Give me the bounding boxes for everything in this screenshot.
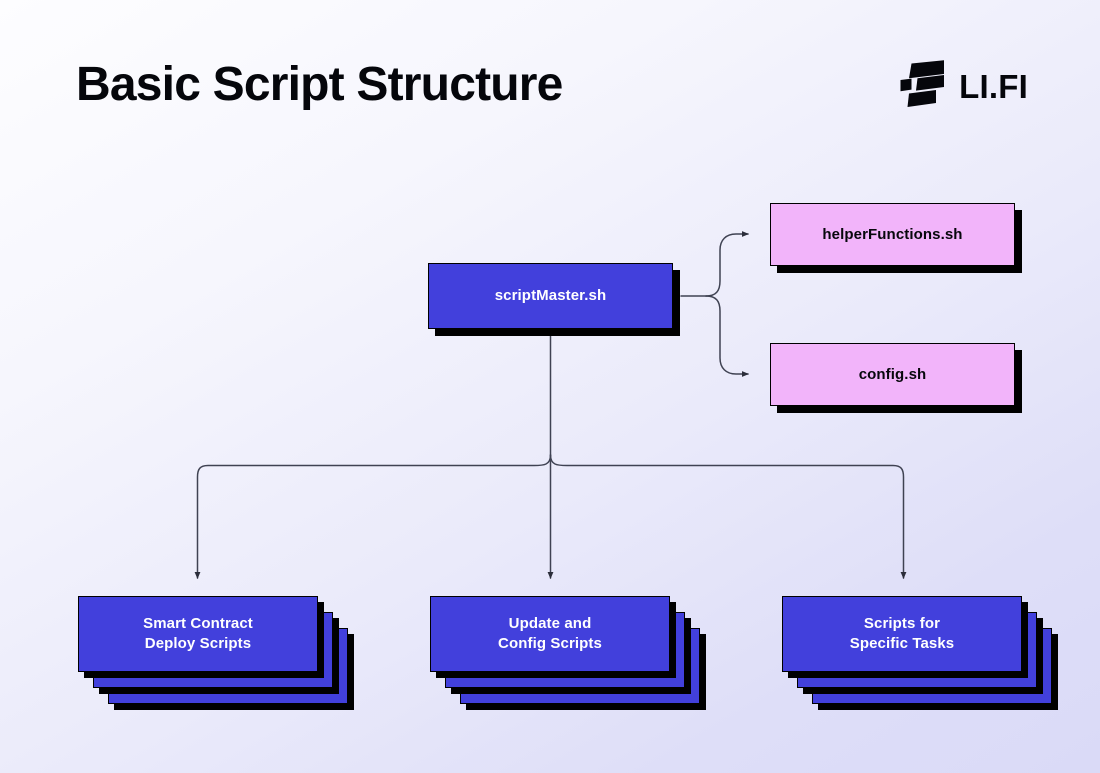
node-stack-scripts-for-specific-tasks[interactable]: Scripts for Specific Tasks (782, 596, 1057, 712)
stack-label: Smart Contract Deploy Scripts (143, 614, 253, 654)
stack-label-line1: Smart Contract (143, 615, 253, 633)
node-helper-functions[interactable]: helperFunctions.sh (770, 203, 1015, 266)
node-stack-update-and-config-scripts[interactable]: Update and Config Scripts (430, 596, 705, 712)
stack-label-line2: Specific Tasks (849, 635, 955, 652)
page-title: Basic Script Structure (76, 58, 563, 111)
brand-logo: LI.FI (899, 60, 1028, 112)
tree-split-connector (194, 334, 907, 580)
stack-card-front[interactable]: Update and Config Scripts (430, 596, 670, 672)
stack-card-front[interactable]: Scripts for Specific Tasks (782, 596, 1022, 672)
node-script-master[interactable]: scriptMaster.sh (428, 263, 673, 329)
stack-label-line1: Update and (508, 615, 592, 633)
lifi-f-mark-icon (900, 60, 945, 107)
stack-label-line2: Deploy Scripts (144, 635, 252, 652)
stack-card-front[interactable]: Smart Contract Deploy Scripts (78, 596, 318, 672)
brand-name: LI.FI (959, 67, 1028, 105)
node-config[interactable]: config.sh (770, 343, 1015, 406)
stack-label: Update and Config Scripts (498, 614, 602, 654)
node-stack-smart-contract-deploy-scripts[interactable]: Smart Contract Deploy Scripts (78, 596, 353, 712)
stack-label-line1: Scripts for (863, 615, 941, 633)
stack-label: Scripts for Specific Tasks (850, 614, 955, 654)
stack-label-line2: Config Scripts (498, 635, 602, 652)
brace-split-connector (680, 230, 750, 377)
